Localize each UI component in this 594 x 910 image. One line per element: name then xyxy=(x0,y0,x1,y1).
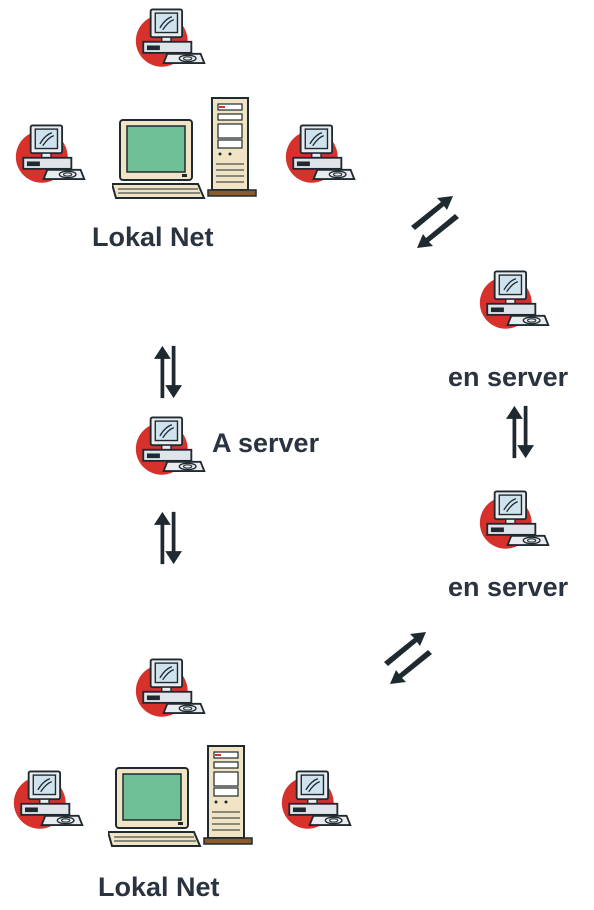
lan-label: Lokal Net xyxy=(98,872,220,902)
workstation-icon xyxy=(274,764,360,838)
workstation-icon xyxy=(8,118,94,192)
lan-label: Lokal Net xyxy=(92,222,214,252)
workstation-icon xyxy=(128,2,214,76)
workstation-icon xyxy=(6,764,92,838)
workstation-icon xyxy=(472,264,558,338)
server-label: A server xyxy=(212,428,320,458)
desktop-pc-icon xyxy=(108,740,258,850)
workstation-icon xyxy=(128,652,214,726)
double-arrow-icon xyxy=(148,510,188,566)
server-label: en server xyxy=(448,362,569,392)
workstation-icon xyxy=(128,410,214,484)
server-label: en server xyxy=(448,572,569,602)
double-arrow-icon xyxy=(378,632,438,684)
desktop-pc-icon xyxy=(112,92,262,202)
double-arrow-icon xyxy=(148,344,188,400)
workstation-icon xyxy=(278,118,364,192)
double-arrow-icon xyxy=(405,196,465,248)
double-arrow-icon xyxy=(500,404,540,460)
workstation-icon xyxy=(472,484,558,558)
